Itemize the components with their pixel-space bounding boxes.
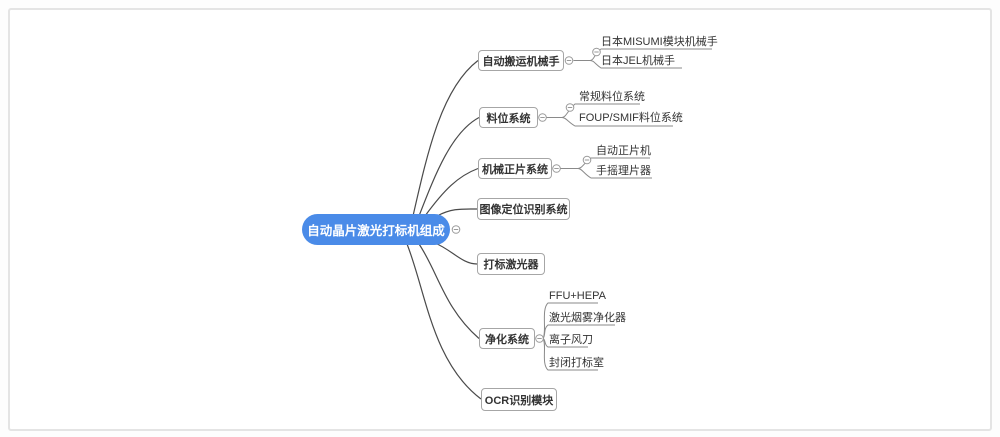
branch-node-vision-positioning-system[interactable]: 图像定位识别系统 bbox=[477, 198, 570, 220]
leaf-node-enclosed-marking-chamber[interactable]: 封闭打标室 bbox=[549, 357, 604, 369]
leaf-node-ffu-hepa[interactable]: FFU+HEPA bbox=[549, 290, 606, 302]
leaf-node-ion-air-knife[interactable]: 离子风刀 bbox=[549, 334, 593, 346]
leaf-node-foup-smif-system[interactable]: FOUP/SMIF料位系统 bbox=[579, 112, 683, 124]
branch-node-marking-laser[interactable]: 打标激光器 bbox=[477, 253, 545, 275]
leaf-node-fume-purifier[interactable]: 激光烟雾净化器 bbox=[549, 312, 626, 324]
branch-node-purification-system[interactable]: 净化系统 bbox=[479, 328, 535, 349]
root-node[interactable]: 自动晶片激光打标机组成 bbox=[302, 214, 450, 245]
branch-node-ocr-module[interactable]: OCR识别模块 bbox=[481, 388, 557, 411]
leaf-node-jel-robot[interactable]: 日本JEL机械手 bbox=[601, 55, 675, 67]
branch-node-wafer-aligning-system[interactable]: 机械正片系统 bbox=[478, 158, 552, 179]
leaf-node-auto-aligner[interactable]: 自动正片机 bbox=[596, 145, 651, 157]
branch-node-handling-robot[interactable]: 自动搬运机械手 bbox=[478, 50, 564, 71]
leaf-node-standard-material-system[interactable]: 常规料位系统 bbox=[579, 91, 645, 103]
branch-node-material-system[interactable]: 料位系统 bbox=[479, 107, 538, 128]
leaf-node-manual-aligner[interactable]: 手摇理片器 bbox=[596, 165, 651, 177]
leaf-node-misumi-robot[interactable]: 日本MISUMI模块机械手 bbox=[601, 36, 718, 48]
